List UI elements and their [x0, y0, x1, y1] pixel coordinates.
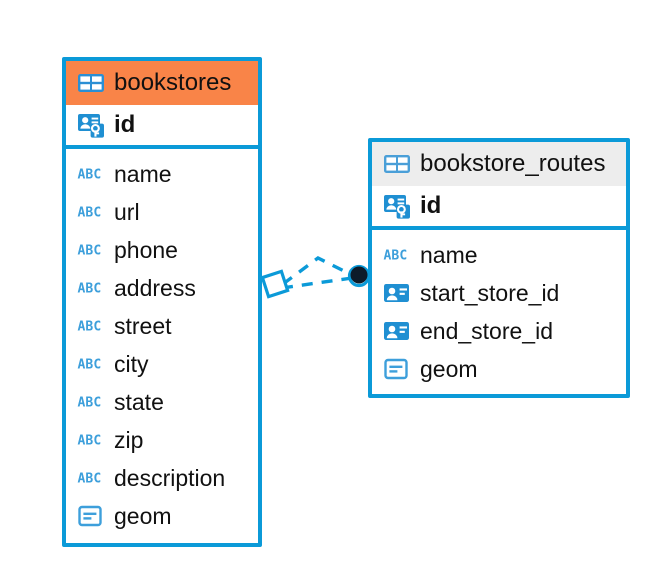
field-row-geom[interactable]: geom [66, 497, 258, 535]
entity-table-bookstores[interactable]: bookstores id [62, 57, 262, 547]
abc-text-icon: ABC [77, 165, 105, 183]
svg-text:ABC: ABC [78, 168, 102, 183]
abc-text-icon: ABC [77, 241, 105, 259]
field-name-label: description [114, 464, 226, 491]
field-name-label: state [114, 388, 164, 415]
primary-key-icon [77, 111, 105, 139]
entity-header-bookstore-routes[interactable]: bookstore_routes [372, 142, 626, 186]
entity-name-label: bookstores [114, 68, 232, 96]
field-name-label: geom [114, 502, 172, 529]
entity-header-bookstores[interactable]: bookstores [66, 61, 258, 105]
field-row-url[interactable]: ABC url [66, 193, 258, 231]
relationship-endpoint-diamond[interactable] [260, 269, 290, 299]
field-name-label: id [114, 111, 136, 138]
field-row-state[interactable]: ABC state [66, 383, 258, 421]
field-name-label: url [114, 198, 140, 225]
svg-text:ABC: ABC [78, 282, 102, 297]
foreign-key-icon [383, 281, 411, 305]
abc-text-icon: ABC [77, 355, 105, 373]
field-list-bookstore-routes: ABC name start_store_id [372, 230, 626, 396]
relationship-edge-straight[interactable] [281, 276, 353, 290]
field-name-label: phone [114, 236, 178, 263]
field-row-description[interactable]: ABC description [66, 459, 258, 497]
primary-key-icon [383, 192, 411, 220]
svg-text:ABC: ABC [78, 396, 102, 411]
field-row-primary-key[interactable]: id [66, 105, 258, 149]
entity-table-bookstore-routes[interactable]: bookstore_routes id [368, 138, 630, 398]
field-row-zip[interactable]: ABC zip [66, 421, 258, 459]
geometry-icon [383, 357, 411, 381]
field-name-label: id [420, 192, 442, 219]
field-row-phone[interactable]: ABC phone [66, 231, 258, 269]
abc-text-icon: ABC [77, 469, 105, 487]
field-row-city[interactable]: ABC city [66, 345, 258, 383]
entity-name-label: bookstore_routes [420, 149, 606, 177]
abc-text-icon: ABC [77, 393, 105, 411]
svg-text:ABC: ABC [78, 244, 102, 259]
field-list-bookstores: ABC name ABC url ABC p [66, 149, 258, 543]
field-row-name[interactable]: ABC name [66, 155, 258, 193]
field-row-address[interactable]: ABC address [66, 269, 258, 307]
geometry-icon [77, 504, 105, 528]
table-icon [77, 72, 105, 94]
field-row-geom[interactable]: geom [372, 350, 626, 388]
field-row-street[interactable]: ABC street [66, 307, 258, 345]
foreign-key-icon [383, 319, 411, 343]
field-name-label: zip [114, 426, 144, 453]
field-name-label: address [114, 274, 196, 301]
abc-text-icon: ABC [383, 246, 411, 264]
field-name-label: name [114, 160, 172, 187]
field-name-label: start_store_id [420, 279, 560, 306]
field-row-start-store-id[interactable]: start_store_id [372, 274, 626, 312]
field-name-label: geom [420, 355, 478, 382]
svg-text:ABC: ABC [78, 206, 102, 221]
abc-text-icon: ABC [77, 317, 105, 335]
svg-text:ABC: ABC [78, 434, 102, 449]
field-name-label: street [114, 312, 172, 339]
field-name-label: end_store_id [420, 317, 553, 344]
abc-text-icon: ABC [77, 431, 105, 449]
field-name-label: name [420, 241, 478, 268]
svg-text:ABC: ABC [78, 472, 102, 487]
svg-text:ABC: ABC [78, 358, 102, 373]
field-row-primary-key[interactable]: id [372, 186, 626, 230]
abc-text-icon: ABC [77, 279, 105, 297]
svg-text:ABC: ABC [78, 320, 102, 335]
table-icon [383, 153, 411, 175]
svg-text:ABC: ABC [384, 249, 408, 264]
relationship-edge-peaked[interactable] [281, 256, 355, 286]
field-name-label: city [114, 350, 149, 377]
field-row-end-store-id[interactable]: end_store_id [372, 312, 626, 350]
abc-text-icon: ABC [77, 203, 105, 221]
relationship-endpoint-circle[interactable] [347, 264, 371, 288]
field-row-name[interactable]: ABC name [372, 236, 626, 274]
